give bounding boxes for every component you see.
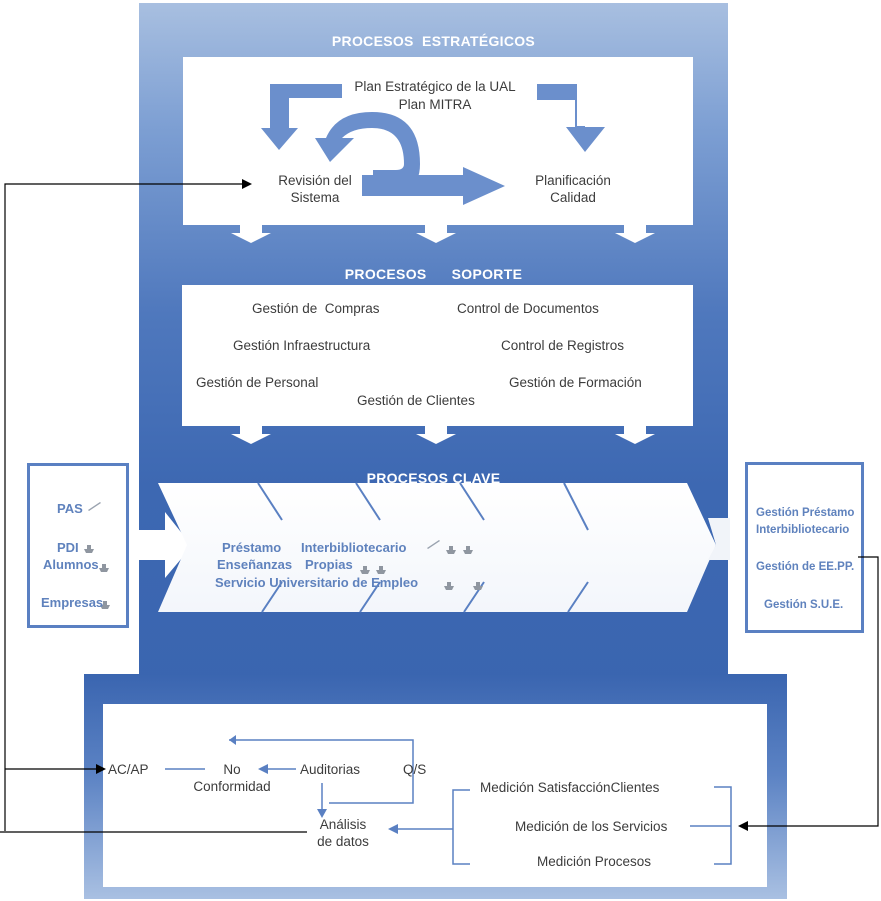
support-item: Gestión de Personal	[196, 375, 319, 390]
customer-alumnos: Alumnos	[43, 557, 99, 572]
support-item: Gestión de Clientes	[357, 393, 475, 408]
planning-arrow	[362, 167, 505, 205]
customers-box	[27, 463, 129, 628]
right-elbow-arrow	[537, 84, 605, 152]
support-item: Gestión de Formación	[509, 375, 642, 390]
no-conformity-line1: No	[223, 762, 241, 777]
measure-clients: Medición SatisfacciónClientes	[480, 780, 660, 795]
key-process-sue: Servicio Universitario de Empleo	[215, 575, 419, 590]
audits-label: Auditorias	[300, 762, 361, 777]
no-conformity-line2: Conformidad	[193, 779, 271, 794]
left-elbow-arrow	[261, 84, 342, 150]
support-title: PROCESOS SOPORTE	[344, 266, 523, 282]
data-analysis-line1: Análisis	[319, 817, 367, 832]
measure-processes: Medición Procesos	[537, 854, 652, 869]
quality-planning-line1: Planificación	[535, 173, 611, 188]
feedback-connectors	[0, 183, 879, 833]
support-box	[182, 285, 693, 426]
strategic-title: PROCESOS ESTRATÉGICOS	[331, 33, 536, 49]
customer-pdi: PDI	[57, 540, 79, 555]
chevron-dividers	[257, 482, 589, 613]
strategic-plan-line2: Plan MITRA	[398, 97, 472, 112]
system-review-line1: Revisión del	[278, 173, 352, 188]
output-prestamo: Gestión Préstamo	[756, 507, 855, 519]
improvement-inner-box	[103, 704, 767, 887]
key-process-band	[158, 483, 716, 612]
down-arrows-row2	[231, 426, 655, 444]
acap-label: AC/AP	[108, 762, 149, 777]
improvement-arrowheads	[229, 735, 398, 834]
key-process-ensenanzas: Enseñanzas	[217, 557, 293, 572]
u-turn-arrow	[315, 112, 420, 184]
quality-planning-line2: Calidad	[550, 190, 596, 205]
customer-empresas: Empresas	[41, 595, 104, 610]
key-process-propias: Propias	[305, 557, 353, 572]
improvement-lines	[165, 739, 732, 865]
key-title: PROCESOS CLAVE	[366, 470, 501, 486]
key-process-prestamo: Préstamo	[222, 540, 282, 555]
support-item: Gestión de Compras	[252, 301, 380, 316]
qs-label: Q/S	[403, 762, 427, 777]
customer-pas: PAS	[57, 501, 83, 516]
customer-input-arrow	[129, 512, 192, 578]
pencil-icons	[88, 502, 440, 549]
key-process-interbibliotecario: Interbibliotecario	[301, 540, 407, 555]
down-arrows-row1	[231, 225, 655, 243]
measure-services: Medición de los Servicios	[515, 819, 668, 834]
data-analysis-line2: de datos	[317, 834, 369, 849]
system-review-line2: Sistema	[290, 190, 340, 205]
connector-arrowheads	[96, 179, 748, 831]
output-eepp: Gestión de EE.PP.	[756, 561, 855, 573]
strategic-box	[183, 57, 693, 225]
support-item: Control de Documentos	[457, 301, 599, 316]
output-sue: Gestión S.U.E.	[764, 599, 844, 611]
strategic-plan-line1: Plan Estratégico de la UAL	[354, 79, 516, 94]
support-item: Gestión Infraestructura	[233, 338, 371, 353]
ship-icons	[84, 545, 483, 609]
output-interbibliotecario: Interbibliotecario	[756, 524, 850, 536]
support-item: Control de Registros	[501, 338, 625, 353]
outputs-box	[745, 462, 864, 633]
output-arrow	[708, 518, 730, 560]
